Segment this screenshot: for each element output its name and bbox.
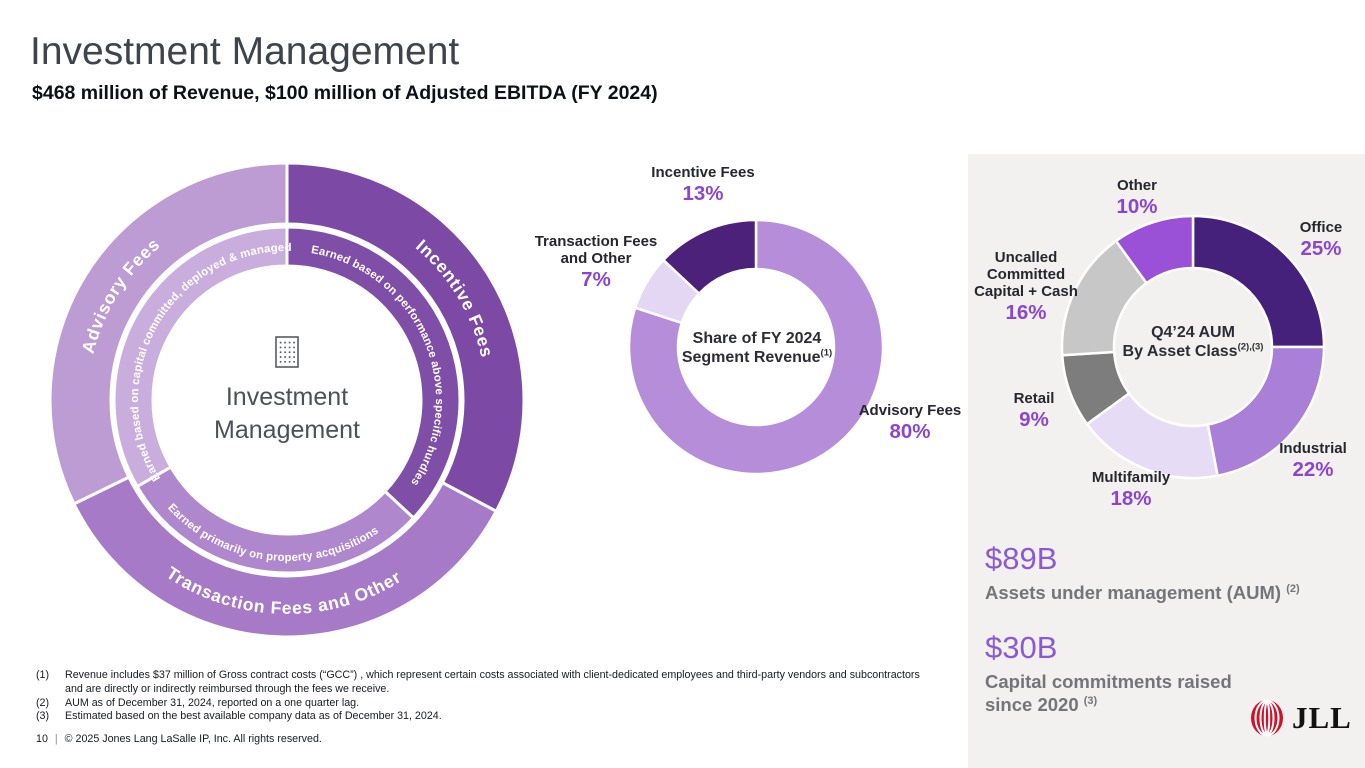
label-incentive-fees: Incentive Fees 13%	[651, 164, 755, 205]
stat-callouts: $89B Assets under management (AUM) (2) $…	[985, 541, 1330, 716]
label-office: Office 25%	[1299, 219, 1343, 260]
jll-logo-text: JLL	[1292, 700, 1352, 735]
aum-asset-class-donut-svg	[1060, 214, 1326, 480]
page-subtitle: $468 million of Revenue, $100 million of…	[32, 82, 658, 104]
revenue-share-center: Share of FY 2024 Segment Revenue(1)	[682, 329, 832, 367]
aum-center-line1: Q4’24 AUM	[1151, 324, 1235, 341]
donut-segment	[627, 218, 885, 476]
jll-globe-icon	[1251, 699, 1283, 737]
stat-aum-footnote-ref: (2)	[1286, 582, 1300, 595]
footnote-3: (3) Estimated based on the best availabl…	[36, 710, 442, 723]
revenue-share-donut-svg	[627, 218, 885, 476]
stat-aum: $89B Assets under management (AUM) (2)	[985, 541, 1330, 604]
aum-center-footnote-ref: (2),(3)	[1237, 341, 1264, 353]
donut-segment	[1191, 214, 1326, 349]
label-multifamily: Multifamily 18%	[1091, 469, 1171, 510]
revenue-share-donut	[626, 217, 886, 477]
footnote-1: (1) Revenue includes $37 million of Gros…	[36, 669, 920, 695]
aum-asset-class-donut	[1060, 214, 1326, 480]
stat-aum-label: Assets under management (AUM)	[985, 582, 1282, 603]
revenue-share-center-line1: Share of FY 2024	[692, 330, 822, 347]
footnote-2: (2) AUM as of December 31, 2024, reporte…	[36, 696, 360, 709]
stat-commitments: $30B Capital commitments raised since 20…	[985, 630, 1330, 716]
donut-segment	[1114, 214, 1195, 285]
building-icon	[275, 336, 299, 368]
label-transaction-fees: Transaction Fees and Other 7%	[534, 233, 658, 291]
page-number: 10	[36, 733, 48, 746]
donut-segment	[661, 218, 758, 296]
aum-center-line2: By Asset Class	[1122, 343, 1238, 360]
footer-separator: |	[54, 733, 58, 746]
label-retail: Retail 9%	[1013, 390, 1055, 431]
aum-asset-class-center: Q4’24 AUM By Asset Class(2),(3)	[1123, 323, 1264, 361]
outer-segment	[285, 161, 526, 514]
label-advisory-fees: Advisory Fees 80%	[858, 402, 962, 443]
inner-segment	[112, 225, 289, 489]
jll-logo: JLL	[1247, 697, 1352, 739]
stat-commitments-footnote-ref: (3)	[1083, 694, 1098, 707]
revenue-share-center-line2: Segment Revenue	[681, 349, 821, 366]
outer-segment	[71, 475, 499, 639]
outer-segment	[48, 161, 289, 506]
stat-commitments-label: Capital commitments raised since 2020	[985, 671, 1232, 715]
label-uncalled-committed-capital: Uncalled Committed Capital + Cash 16%	[974, 249, 1078, 324]
page-title: Investment Management	[30, 30, 460, 73]
revenue-share-center-footnote-ref: (1)	[820, 347, 833, 359]
stat-aum-value: $89B	[985, 541, 1058, 576]
copyright: © 2025 Jones Lang LaSalle IP, Inc. All r…	[64, 733, 322, 746]
label-industrial: Industrial 22%	[1279, 440, 1347, 481]
footnotes: (1) Revenue includes $37 million of Gros…	[36, 669, 946, 747]
segment-structure-center: Investment Management	[162, 336, 412, 447]
label-other: Other 10%	[1116, 177, 1158, 218]
footer: 10 | © 2025 Jones Lang LaSalle IP, Inc. …	[36, 733, 946, 747]
stat-commitments-value: $30B	[985, 630, 1058, 665]
segment-structure-center-label: Investment Management	[214, 383, 360, 444]
